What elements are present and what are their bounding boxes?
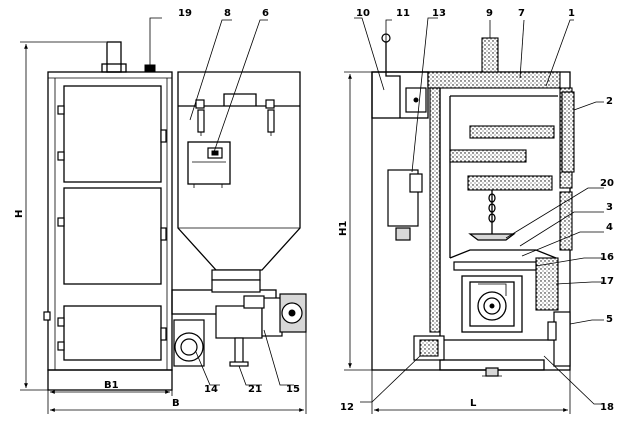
callout-19: 19 xyxy=(178,8,192,19)
left-leaders xyxy=(149,17,294,386)
dim-label-h: H xyxy=(14,210,25,218)
callout-9: 9 xyxy=(486,8,493,19)
callout-13: 13 xyxy=(432,8,446,19)
dimension-b1: B1 xyxy=(47,380,173,414)
baffle-3 xyxy=(467,175,553,191)
baffle-2 xyxy=(449,149,527,163)
baffle-1 xyxy=(469,125,555,139)
callout-2: 2 xyxy=(606,96,613,107)
dimension-h1: H1 xyxy=(338,71,372,371)
callout-15: 15 xyxy=(286,384,300,395)
right-callout-labels: 10 11 13 9 7 1 2 20 3 4 16 17 5 12 18 xyxy=(340,8,614,413)
chain xyxy=(488,190,496,234)
lower-door xyxy=(63,305,162,361)
left-view: 19 8 6 14 21 15 H B1 B xyxy=(14,8,307,414)
callout-10: 10 xyxy=(356,8,370,19)
callout-1: 1 xyxy=(568,8,575,19)
callout-4: 4 xyxy=(606,222,613,233)
dim-label-b: B xyxy=(172,398,180,409)
dim-label-h1: H1 xyxy=(338,221,349,236)
callout-5: 5 xyxy=(606,314,613,325)
hopper-lid-handle xyxy=(223,93,257,106)
callout-16: 16 xyxy=(600,252,614,263)
left-callout-labels: 19 8 6 14 21 15 xyxy=(178,8,300,395)
callout-18: 18 xyxy=(600,402,614,413)
dim-label-b1: B1 xyxy=(104,380,119,391)
top-fitting xyxy=(144,64,156,73)
boiler-base xyxy=(47,369,173,391)
top-insulation[interactable] xyxy=(427,71,561,89)
support-leg xyxy=(234,337,244,365)
dim-label-l: L xyxy=(470,398,477,409)
right-upper-door xyxy=(561,91,575,173)
feeder-motor xyxy=(215,305,263,339)
middle-door xyxy=(63,187,162,285)
callout-11: 11 xyxy=(396,8,410,19)
section-flue-pipe xyxy=(481,37,499,73)
flue-outlet xyxy=(106,41,122,73)
dimension-h: H xyxy=(14,41,106,391)
dimension-l: L xyxy=(371,366,571,414)
dimension-b: B xyxy=(50,330,307,414)
callout-17: 17 xyxy=(600,276,614,287)
callout-21: 21 xyxy=(248,384,262,395)
controller xyxy=(187,141,231,185)
callout-7: 7 xyxy=(518,8,525,19)
deflector-plate xyxy=(468,233,516,241)
upper-door xyxy=(63,85,162,183)
right-view: 10 11 13 9 7 1 2 20 3 4 16 17 5 12 18 H1 xyxy=(338,8,614,414)
boiler-body xyxy=(47,71,173,371)
callout-14: 14 xyxy=(204,384,218,395)
side-cleaning-panel xyxy=(387,169,419,227)
callout-20: 20 xyxy=(600,178,614,189)
burner-grate xyxy=(453,261,537,271)
callout-8: 8 xyxy=(224,8,231,19)
callout-12: 12 xyxy=(340,402,354,413)
retort xyxy=(461,275,523,333)
callout-3: 3 xyxy=(606,202,613,213)
callout-6: 6 xyxy=(262,8,269,19)
right-leaders xyxy=(354,17,604,405)
